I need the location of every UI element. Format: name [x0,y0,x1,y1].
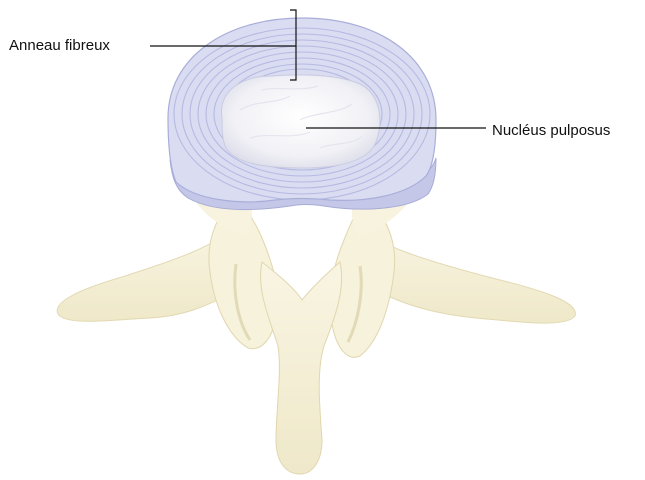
vertebra-bone [57,190,575,474]
spinous-process [261,262,342,474]
spinal-canal [252,206,352,252]
label-annulus-fibrosus: Anneau fibreux [9,37,110,55]
label-nucleus-pulposus: Nucléus pulposus [492,122,610,140]
